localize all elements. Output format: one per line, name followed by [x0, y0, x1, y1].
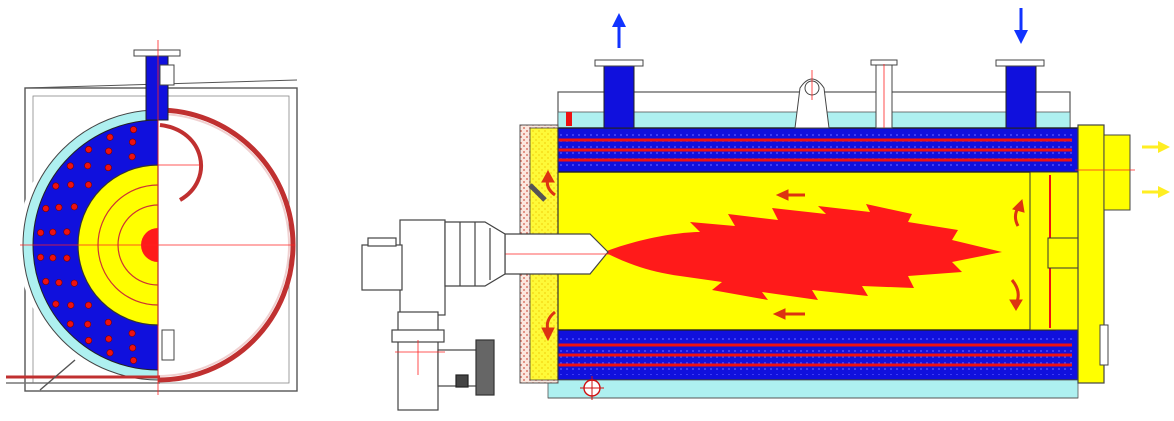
fire-tube [128, 329, 136, 337]
fire-tube [55, 279, 63, 287]
fire-tube [49, 228, 57, 236]
fire-tube [67, 181, 75, 189]
fire-tube [85, 181, 93, 189]
fire-tube [63, 228, 71, 236]
fire-tube [70, 203, 78, 211]
fire-tube [84, 162, 92, 170]
fire-tube [42, 205, 50, 213]
outlet-arrow-icon [612, 13, 626, 48]
burner-pipe [528, 183, 547, 202]
fire-tube [130, 126, 138, 134]
rear-inspection-port [1047, 237, 1083, 269]
fire-tube [85, 301, 93, 309]
fire-tube [104, 164, 112, 172]
reversing-chamber [159, 123, 204, 202]
fire-tube [52, 182, 60, 190]
fire-tube [49, 254, 57, 262]
tube-bank [37, 126, 138, 364]
burner-blower-housing [399, 219, 446, 316]
exhaust-arrow-icon [1142, 141, 1170, 198]
lifting-lug-icon [794, 78, 830, 129]
fire-tube [66, 320, 74, 328]
fire-tube [130, 356, 138, 364]
end-section-view [6, 40, 298, 395]
exhaust-stub [1103, 134, 1131, 211]
water-bottom-layer [547, 379, 1079, 399]
fire-tube [66, 162, 74, 170]
foot-strut [39, 359, 76, 391]
fire-tube [42, 277, 50, 285]
fire-tube [63, 254, 71, 262]
fire-tube [104, 318, 112, 326]
smoke-box-door [1099, 324, 1109, 366]
inlet-flange [995, 59, 1045, 67]
side-nozzle [159, 64, 175, 86]
drain-port [161, 329, 175, 361]
vent-valve [566, 112, 572, 126]
outlet-flange [594, 59, 644, 67]
fire-tube [105, 335, 113, 343]
outlet-nozzle [603, 61, 635, 129]
inlet-nozzle [1005, 61, 1037, 129]
fire-tube [84, 320, 92, 328]
flame [604, 204, 1002, 300]
gas-valve-knob [455, 374, 469, 388]
fire-tube [106, 349, 114, 357]
fire-tube [128, 153, 136, 161]
fire-tube [67, 301, 75, 309]
top-nozzle-flange [133, 49, 181, 57]
inlet-arrow-icon [1014, 8, 1028, 44]
fire-tube [37, 253, 45, 261]
fire-tube [70, 279, 78, 287]
burner-assembly [361, 219, 506, 411]
fire-tube [52, 300, 60, 308]
gas-valve [475, 339, 495, 396]
fire-tube [85, 146, 93, 154]
burner-control-top [367, 237, 397, 247]
fire-tube [37, 229, 45, 237]
fire-tube [129, 138, 137, 146]
fire-tube [106, 133, 114, 141]
side-section-view [361, 8, 1170, 411]
fire-tube [85, 336, 93, 344]
fire-tube [105, 147, 113, 155]
fire-tube [55, 203, 63, 211]
burner-control-box [361, 244, 403, 291]
gas-flow-arrow-icon [541, 169, 1025, 342]
fire-tube [129, 344, 137, 352]
